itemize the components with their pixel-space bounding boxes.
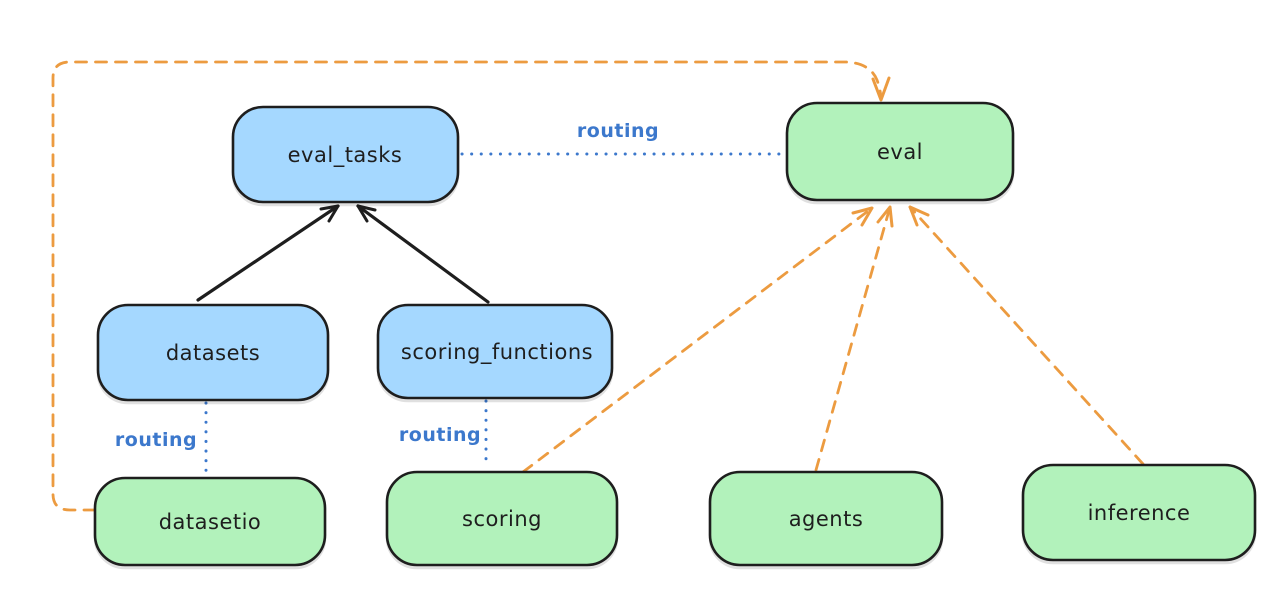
edge-agents-eval-arrowhead [876,205,894,228]
node-eval: eval [785,101,1015,202]
node-eval-tasks-box [231,105,460,204]
edge-datasets-eval-tasks-arrowhead [319,204,340,223]
edge-datasetio-eval [51,60,891,512]
node-inference-box [1021,463,1257,562]
node-scoring: scoring [385,470,619,567]
node-agents: agents [708,470,944,567]
node-datasets-box [96,303,330,402]
node-scoring-functions-label: scoring_functions [401,340,593,365]
edge-inference-eval-arrowhead [908,205,930,227]
edge-datasets-datasetio: routing [115,401,208,476]
node-datasetio-label: datasetio [159,510,262,534]
edge-scoring-functions-eval-tasks-arrowhead [356,204,377,223]
edge-agents-eval-line [814,205,892,472]
node-eval-box [785,101,1015,202]
edge-scoring-eval-line [521,206,874,474]
edge-datasets-eval-tasks [196,204,340,302]
node-datasetio-box [93,476,327,567]
node-agents-label: agents [789,507,864,531]
edge-datasets-eval-tasks-line [196,204,340,302]
node-scoring-label: scoring [462,507,542,531]
edge-scoring-functions-scoring: routing [399,399,488,470]
routing-label-top: routing [577,120,659,142]
edge-datasetio-eval-line [51,60,883,512]
routing-label-left: routing [115,429,197,451]
node-inference: inference [1021,463,1257,562]
node-agents-box [708,470,944,567]
node-inference-label: inference [1088,501,1191,525]
edge-scoring-functions-eval-tasks [356,204,490,304]
edge-datasetio-eval-arrowhead [871,76,891,102]
node-datasets-label: datasets [166,341,260,365]
routing-label-middle: routing [399,424,481,446]
node-datasetio: datasetio [93,476,327,567]
node-eval-tasks-label: eval_tasks [288,143,403,168]
node-datasets: datasets [96,303,330,402]
edge-inference-eval [908,205,1145,466]
edge-agents-eval [814,205,894,472]
edge-scoring-eval [521,206,874,474]
node-scoring-functions-box [376,303,614,400]
edge-scoring-functions-eval-tasks-line [356,204,490,304]
edge-inference-eval-line [908,205,1145,466]
node-scoring-functions: scoring_functions [376,303,614,400]
edge-scoring-eval-arrowhead [851,206,874,227]
node-eval-label: eval [877,140,923,164]
node-scoring-box [385,470,619,567]
node-eval-tasks: eval_tasks [231,105,460,204]
edge-eval-tasks-eval: routing [460,120,787,156]
